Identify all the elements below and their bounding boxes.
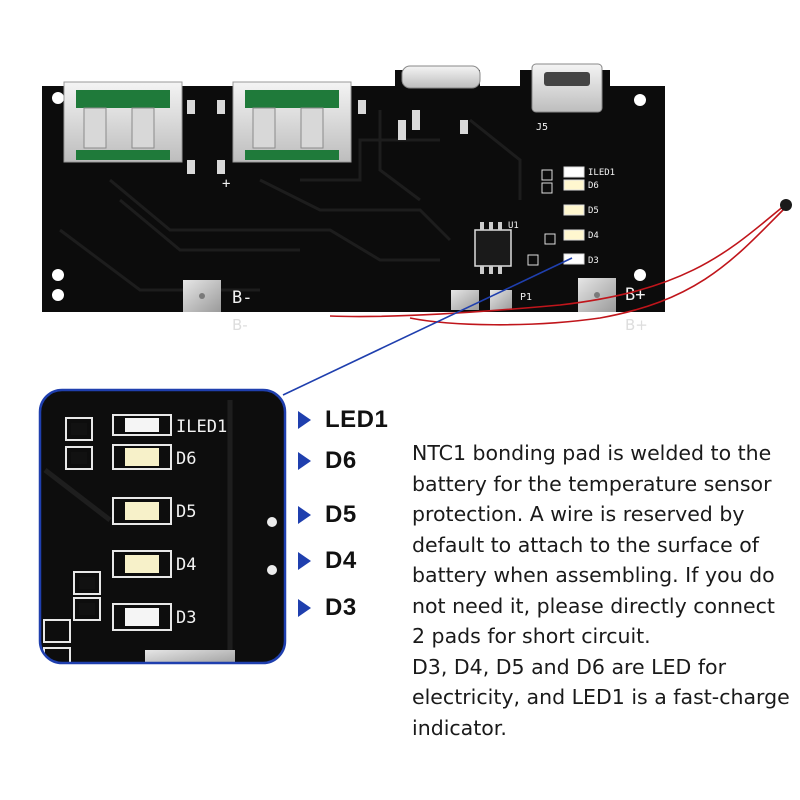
chevron-right-icon [298, 411, 311, 429]
description-line: 2 pads for short circuit. [412, 624, 651, 648]
description-line: NTC1 bonding pad is welded to the [412, 441, 772, 465]
ntc-pad-right [490, 290, 512, 310]
usb-port-2 [232, 81, 352, 163]
description-line: battery when assembling. If you do [412, 563, 775, 587]
b-minus-label: B- [232, 288, 252, 308]
callout-d6-label: D6 [325, 447, 357, 474]
description-line: electricity, and LED1 is a fast-charge [412, 685, 790, 709]
board-d3-label: D3 [588, 256, 599, 266]
board-iled1-label: ILED1 [588, 168, 615, 178]
zoom-d3-label: D3 [176, 608, 196, 628]
micro-usb-port [531, 63, 603, 113]
description-line: default to attach to the surface of [412, 532, 760, 557]
callout-d5-label: D5 [325, 501, 357, 528]
u1-chip: U1 [474, 221, 519, 274]
zoom-d6-label: D6 [176, 449, 196, 469]
chevron-right-icon [298, 599, 311, 617]
chevron-right-icon [298, 506, 311, 524]
j5-label: J5 [536, 122, 548, 133]
zoom-d5-label: D5 [176, 502, 196, 522]
description-line: battery for the temperature sensor [412, 471, 772, 496]
callout-led1-label: LED1 [325, 406, 389, 433]
led-callout-list: LED1 D6 D5 D4 D3 [298, 400, 408, 630]
zoom-iled1-label: ILED1 [176, 417, 227, 437]
board-d4-label: D4 [588, 231, 599, 241]
usb-port-1 [63, 81, 183, 163]
callout-line [282, 257, 573, 396]
callout-d4-label: D4 [325, 547, 357, 574]
callout-d3-label: D3 [325, 594, 357, 621]
description-line: not need it, please directly connect [412, 593, 775, 618]
usb-c-port [401, 65, 481, 89]
callout-d3: D3 [298, 592, 357, 624]
board-led-column: ILED1 D6 D5 D4 D3 [527, 166, 615, 266]
description-line: protection. A wire is reserved by [412, 502, 745, 526]
zoom-d4-label: D4 [176, 555, 196, 575]
callout-d6: D6 [298, 445, 357, 477]
callout-led1: LED1 [298, 404, 388, 436]
description-line: indicator. [412, 715, 507, 740]
ntc-sensor-bead [780, 199, 792, 211]
ntc-pad-left [451, 290, 479, 310]
chevron-right-icon [298, 552, 311, 570]
board-d5-label: D5 [588, 206, 599, 216]
b-plus-ghost: B+ [625, 316, 648, 334]
smd-pads [187, 100, 468, 174]
board-d6-label: D6 [588, 181, 599, 191]
ntc-wires [329, 204, 786, 326]
plus-label: + [222, 176, 230, 192]
description-line: D3, D4, D5 and D6 are LED for [412, 654, 727, 679]
p1-label: P1 [520, 292, 532, 303]
zoom-inset: ILED1 D6 D5 D4 D3 [38, 388, 287, 665]
b-plus-label: B+ [625, 285, 645, 305]
b-minus-ghost: B- [232, 316, 248, 334]
callout-d4: D4 [298, 545, 357, 577]
mounting-holes [52, 92, 646, 301]
callout-d5: D5 [298, 499, 357, 531]
description-text: NTC1 bonding pad is welded to the batter… [412, 438, 792, 743]
u1-label: U1 [508, 221, 519, 231]
chevron-right-icon [298, 452, 311, 470]
